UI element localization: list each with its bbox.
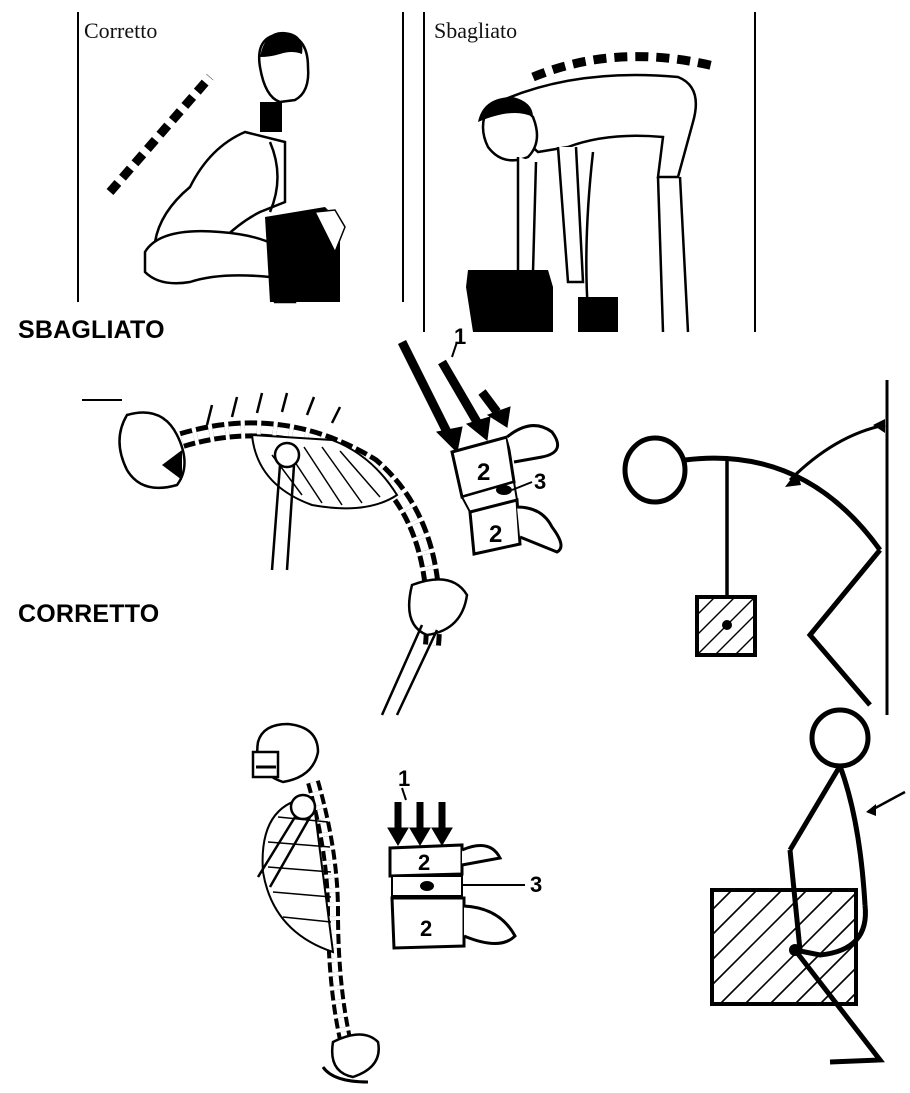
disc-label: 3 [534, 469, 546, 494]
vertebra-lower-label-correct: 2 [420, 916, 432, 941]
vertebra-upper-label: 2 [477, 459, 490, 486]
correct-heading: CORRETTO [18, 600, 159, 629]
spine-upright-diagram [238, 722, 398, 1092]
person-lifting-correct-illustration [70, 12, 410, 302]
vertebra-upper-label-correct: 2 [418, 850, 430, 875]
force-label-correct: 1 [398, 766, 410, 791]
correct-panel-label: Corretto [84, 18, 157, 44]
person-lifting-wrong-illustration [418, 12, 758, 332]
wrong-lifting-panel: Sbagliato [418, 12, 758, 332]
correct-lifting-panel: Corretto [70, 12, 410, 302]
stick-figure-bent-diagram [615, 375, 905, 715]
vertebra-lower-label: 2 [489, 521, 502, 548]
vertebra-lower-correct: 2 [390, 896, 550, 966]
disc-label-correct: 3 [530, 872, 542, 897]
force-label: 1 [454, 324, 466, 349]
vertebra-disc-even-diagram: 1 2 3 [380, 770, 550, 910]
stick-figure-squat-diagram [700, 700, 910, 1080]
vertebra-disc-compressed-diagram: 1 2 3 2 [392, 332, 582, 562]
wrong-panel-label: Sbagliato [434, 18, 517, 44]
wrong-heading: SBAGLIATO [18, 316, 165, 345]
